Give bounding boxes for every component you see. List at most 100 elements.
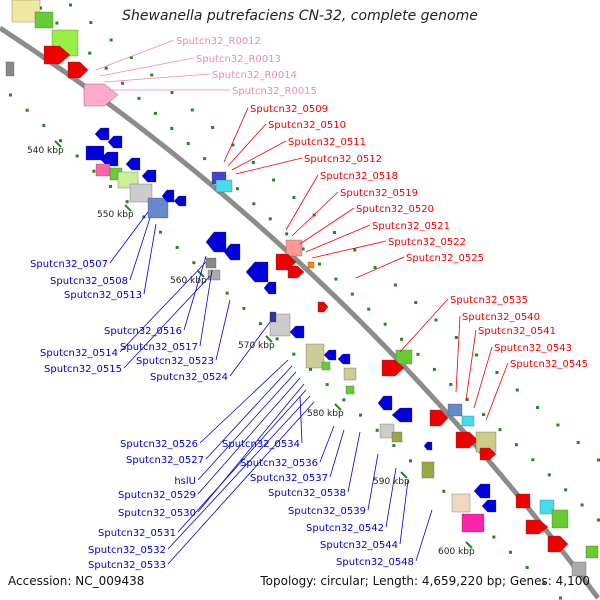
gene-feature — [461, 415, 475, 427]
tick-dot — [88, 51, 92, 55]
leader-line — [319, 425, 335, 463]
gene-feature — [43, 45, 71, 65]
reverse-gene-label: Sputcn32_0539 — [288, 506, 366, 517]
leader-line — [119, 261, 207, 353]
tick-dot — [268, 217, 272, 221]
gene-feature — [585, 545, 599, 559]
leader-line — [197, 371, 297, 481]
reverse-gene-label: Sputcn32_0533 — [88, 560, 166, 571]
tick-dot — [285, 232, 289, 236]
leader-line — [205, 365, 293, 460]
leader-line — [199, 269, 213, 347]
reverse-gene-label: Sputcn32_0530 — [118, 508, 196, 519]
tick-dot — [509, 550, 512, 554]
rna-label: Sputcn32_R0013 — [196, 54, 281, 65]
tick-dot — [559, 596, 562, 600]
kbp-tick-label: 540 kbp — [27, 146, 64, 156]
tick-dot — [252, 202, 256, 206]
leader-line — [231, 140, 287, 171]
reverse-gene-label: Sputcn32_0508 — [50, 276, 128, 287]
rna-label: Sputcn32_R0015 — [232, 86, 317, 97]
tick-dot — [42, 123, 46, 127]
reverse-gene-label: Sputcn32_0536 — [240, 458, 318, 469]
leader-line — [367, 453, 379, 511]
gene-feature — [451, 493, 471, 513]
reverse-gene-label: Sputcn32_0531 — [98, 528, 176, 539]
tick-dot — [482, 413, 486, 417]
reverse-gene-label: Sputcn32_0532 — [88, 545, 166, 556]
gene-feature — [539, 499, 555, 515]
gene-feature — [337, 353, 351, 365]
tick-dot — [170, 91, 174, 94]
forward-gene-label: Sputcn32_0522 — [388, 237, 466, 248]
gene-feature — [525, 519, 549, 535]
kbp-tick-mark — [54, 140, 62, 148]
gene-feature — [429, 409, 449, 427]
rna-label: Sputcn32_R0012 — [176, 36, 261, 47]
reverse-gene-label: Sputcn32_0516 — [104, 326, 182, 337]
tick-dot — [231, 143, 235, 147]
tick-dot — [104, 66, 108, 70]
gene-feature — [551, 509, 569, 529]
leader-line — [473, 346, 493, 409]
leader-line — [299, 395, 303, 444]
tick-dot — [475, 353, 479, 357]
forward-gene-label: Sputcn32_0535 — [450, 295, 528, 306]
tick-dot — [465, 398, 469, 402]
gene-feature — [205, 231, 227, 253]
kbp-tick-label: 590 kbp — [373, 477, 410, 487]
leader-line — [455, 315, 461, 393]
gene-feature — [263, 281, 277, 295]
leader-line — [385, 467, 397, 528]
tick-dot — [353, 248, 357, 252]
gene-feature — [215, 179, 233, 193]
tick-dot — [580, 503, 584, 507]
gene-feature — [321, 361, 331, 371]
tick-dot — [318, 262, 321, 266]
leader-line — [305, 224, 371, 253]
leader-line — [299, 207, 355, 245]
gene-feature — [99, 151, 119, 167]
gene-feature — [34, 11, 54, 29]
tick-dot — [393, 283, 397, 287]
tick-dot — [159, 230, 162, 234]
kbp-tick-label: 550 kbp — [97, 210, 134, 220]
tick-dot — [225, 291, 229, 295]
forward-gene-label: Sputcn32_0510 — [268, 120, 346, 131]
leader-line — [103, 73, 211, 83]
gene-feature — [11, 0, 41, 23]
tick-dot — [301, 247, 305, 251]
gene-feature — [83, 83, 119, 107]
gene-feature — [515, 493, 531, 509]
reverse-gene-label: Sputcn32_0517 — [120, 342, 198, 353]
forward-gene-label: Sputcn32_0540 — [462, 312, 540, 323]
reverse-gene-label: Sputcn32_0514 — [40, 348, 118, 359]
tick-dot — [190, 108, 194, 112]
leader-line — [223, 107, 249, 163]
tick-dot — [333, 231, 336, 234]
tick-dot — [272, 178, 276, 182]
tick-dot — [121, 81, 125, 85]
tick-dot — [495, 371, 499, 374]
tick-dot — [454, 336, 458, 339]
leader-line — [109, 211, 149, 264]
gene-feature — [473, 483, 491, 499]
reverse-gene-label: Sputcn32_0513 — [64, 290, 142, 301]
kbp-tick-label: 600 kbp — [438, 547, 475, 557]
gene-feature — [307, 261, 315, 269]
tick-dot — [492, 535, 496, 539]
tick-dot — [211, 126, 215, 129]
leader-line — [129, 217, 151, 281]
gene-feature — [481, 499, 497, 513]
gene-feature — [571, 561, 587, 577]
leader-line — [227, 123, 267, 167]
leader-line — [215, 299, 231, 361]
tick-dot — [192, 261, 196, 265]
gene-feature — [305, 343, 325, 369]
rna-label: Sputcn32_R0014 — [212, 70, 297, 81]
gene-feature — [5, 61, 15, 77]
tick-dot — [597, 518, 600, 522]
gene-feature — [379, 423, 395, 439]
tick-dot — [392, 444, 396, 448]
reverse-gene-label: Sputcn32_0538 — [268, 488, 346, 499]
